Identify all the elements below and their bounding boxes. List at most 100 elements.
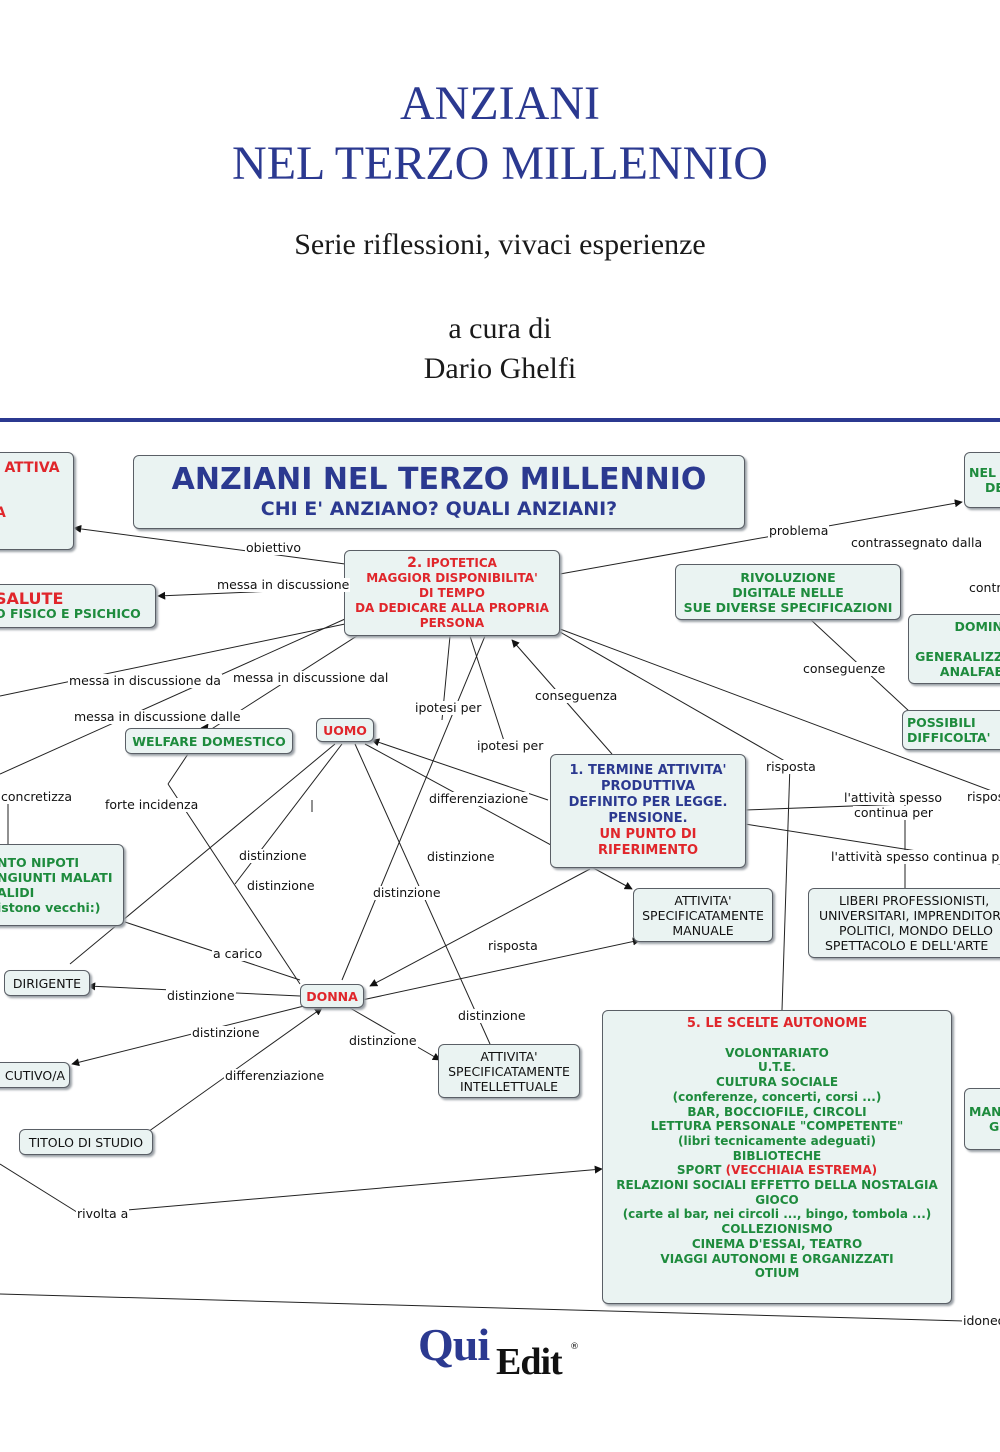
map-title: ANZIANI NEL TERZO MILLENNIO xyxy=(171,462,707,497)
node-ipotetica: 2. IPOTETICA MAGGIOR DISPONIBILITA' DI T… xyxy=(344,550,560,636)
node-liberi: LIBERI PROFESSIONISTI, UNIVERSITARI, IMP… xyxy=(808,888,1000,958)
label-messa-da: messa in discussione da xyxy=(68,673,222,688)
node-nipoti-line-2: NGIUNTI MALATI xyxy=(0,870,113,885)
node-uomo-text: UOMO xyxy=(323,722,367,738)
label-problema: problema xyxy=(768,523,830,538)
node-nipoti: NTO NIPOTI NGIUNTI MALATI ALIDI istono v… xyxy=(0,844,124,926)
node-termine-line-3: DEFINITO PER LEGGE. xyxy=(568,795,728,810)
node-salute-text-2: O FISICO E PSICHICO xyxy=(0,606,141,621)
node-rivoluzione: RIVOLUZIONE DIGITALE NELLE SUE DIVERSE S… xyxy=(675,564,901,620)
node-ipotetica-line-2: MAGGIOR DISPONIBILITA' xyxy=(366,570,538,585)
node-liberi-line-2: UNIVERSITARI, IMPRENDITOR xyxy=(819,908,1000,923)
label-attivita-spesso-2: l'attività spesso continua pe xyxy=(830,850,1000,864)
label-distinzione-3: distinzione xyxy=(246,878,316,893)
label-rivolta-a: rivolta a xyxy=(76,1206,130,1221)
node-man: MAN GE xyxy=(964,1088,1000,1150)
node-scelte-line-7: (libri tecnicamente adeguati) xyxy=(678,1133,876,1148)
node-dirigente: DIRIGENTE xyxy=(4,970,90,996)
label-distinzione-8: distinzione xyxy=(348,1033,418,1048)
node-attivita-intellettuale-line-1: ATTIVITA' xyxy=(480,1048,538,1064)
node-scelte: 5. LE SCELTE AUTONOME VOLONTARIATO U.T.E… xyxy=(602,1010,952,1304)
node-termine-line-1: 1. TERMINE ATTIVITA' xyxy=(569,763,727,778)
node-termine-line-2: PRODUTTIVA xyxy=(600,779,696,794)
node-scelte-line-13: COLLEZIONISMO xyxy=(721,1222,833,1237)
label-distinzione-4: distinzione xyxy=(372,885,442,900)
node-liberi-line-3: POLITICI, MONDO DELLO xyxy=(839,923,993,938)
editor-prefix: a cura di xyxy=(448,312,552,345)
node-liberi-line-4: SPETTACOLO E DELL'ARTE xyxy=(825,938,989,953)
node-scelte-line-6: LETTURA PERSONALE "COMPETENTE" xyxy=(650,1119,904,1134)
node-welfare-text: WELFARE DOMESTICO xyxy=(132,733,286,749)
logo-edit: Edit xyxy=(496,1341,563,1383)
node-scelte-line-14: CINEMA D'ESSAI, TEATRO xyxy=(691,1236,863,1251)
node-domin-line-3: GENERALIZZ xyxy=(915,649,1000,664)
node-man-line-2: GE xyxy=(989,1119,1000,1134)
node-scelte-line-2: U.T.E. xyxy=(758,1060,796,1075)
node-attivita-intellettuale: ATTIVITA' SPECIFICATAMENTE INTELLETTUALE xyxy=(438,1044,580,1098)
node-termine-line-4: PENSIONE. xyxy=(608,811,688,826)
node-scelte-line-12: (carte al bar, nei circoli ..., bingo, t… xyxy=(622,1207,932,1222)
node-possibili: POSSIBILI DIFFICOLTA' xyxy=(902,710,1000,750)
node-ipotetica-line-3: DI TEMPO xyxy=(419,585,485,600)
node-ipotetica-num: 2. xyxy=(407,554,423,571)
node-nipoti-line-4: istono vecchi:) xyxy=(0,900,101,915)
node-donna-text: DONNA xyxy=(306,988,358,1004)
label-distinzione-1: distinzione xyxy=(238,848,308,863)
node-uomo: UOMO xyxy=(316,718,374,742)
node-scelte-line-10: RELAZIONI SOCIALI EFFETTO DELLA NOSTALGI… xyxy=(616,1178,938,1193)
label-ipotesi-per-1: ipotesi per xyxy=(414,700,483,715)
node-titolo-text: TITOLO DI STUDIO xyxy=(28,1134,144,1150)
node-rivoluzione-line-1: RIVOLUZIONE xyxy=(740,569,836,585)
label-rispos: rispos xyxy=(966,790,1000,804)
node-scelte-line-1: VOLONTARIATO xyxy=(725,1045,829,1060)
label-conseguenze: conseguenze xyxy=(802,661,887,676)
node-possibili-line-1: POSSIBILI xyxy=(907,715,976,730)
node-esecutivo: CUTIVO/A xyxy=(0,1062,70,1088)
divider-rule xyxy=(0,418,1000,422)
node-scelte-line-3: CULTURA SOCIALE xyxy=(715,1075,839,1090)
label-differenziazione-1: differenziazione xyxy=(428,791,530,806)
label-contr: contr xyxy=(968,581,1000,595)
node-nel-line-2: DE xyxy=(985,480,1000,495)
book-title-line1: ANZIANI xyxy=(400,77,600,130)
label-risposta-1: risposta xyxy=(765,759,817,774)
node-domin-line-4: ANALFAE xyxy=(939,664,1000,679)
label-distinzione-7: distinzione xyxy=(191,1025,261,1040)
node-titolo: TITOLO DI STUDIO xyxy=(19,1129,153,1155)
node-donna: DONNA xyxy=(300,984,364,1008)
node-esecutivo-text: CUTIVO/A xyxy=(4,1067,65,1083)
node-scelte-line-8: BIBLIOTECHE xyxy=(732,1148,822,1163)
label-differenziazione-2: differenziazione xyxy=(224,1068,326,1083)
node-ipotetica-line-5: PERSONA xyxy=(419,615,485,630)
label-continua-per: continua per xyxy=(853,805,935,820)
node-scelte-sport-red: (VECCHIAIA ESTREMA) xyxy=(725,1163,878,1178)
node-attiva: ATTIVA A xyxy=(0,452,74,550)
label-messa-discussione: messa in discussione xyxy=(216,577,351,592)
label-conseguenza: conseguenza xyxy=(534,688,619,703)
node-attivita-manuale: ATTIVITA' SPECIFICATAMENTE MANUALE xyxy=(633,888,773,942)
node-domin: DOMIN GENERALIZZ ANALFAE xyxy=(908,614,1000,684)
label-concretizza: concretizza xyxy=(0,789,74,804)
label-obiettivo: obiettivo xyxy=(245,540,303,555)
label-messa-dalle: messa in discussione dalle xyxy=(73,709,242,724)
concept-map: ANZIANI NEL TERZO MILLENNIO CHI E' ANZIA… xyxy=(0,424,1000,1364)
node-attivita-manuale-line-1: ATTIVITA' xyxy=(674,892,732,908)
node-rivoluzione-line-2: DIGITALE NELLE xyxy=(732,584,844,600)
node-welfare: WELFARE DOMESTICO xyxy=(125,728,293,754)
node-salute-text: SALUTE xyxy=(0,589,64,608)
publisher-logo: Qui Edit ® xyxy=(418,1318,588,1388)
node-nel: NEL DE xyxy=(964,452,1000,508)
book-title-line2: NEL TERZO MILLENNIO xyxy=(232,137,768,190)
label-distinzione-5: distinzione xyxy=(166,988,236,1003)
node-attivita-manuale-line-3: MANUALE xyxy=(672,922,734,938)
node-ipotetica-line-1: IPOTETICA xyxy=(426,555,497,570)
book-subtitle: Serie riflessioni, vivaci esperienze xyxy=(294,228,706,261)
node-attivita-manuale-line-2: SPECIFICATAMENTE xyxy=(642,907,764,923)
label-messa-dal: messa in discussione dal xyxy=(232,670,390,685)
node-nel-line-1: NEL xyxy=(969,465,996,480)
logo-qui: Qui xyxy=(418,1319,490,1370)
node-rivoluzione-line-3: SUE DIVERSE SPECIFICAZIONI xyxy=(683,599,893,615)
node-termine-line-6: RIFERIMENTO xyxy=(597,843,699,858)
map-subtitle: CHI E' ANZIANO? QUALI ANZIANI? xyxy=(260,498,618,520)
map-title-box: ANZIANI NEL TERZO MILLENNIO CHI E' ANZIA… xyxy=(133,455,745,529)
